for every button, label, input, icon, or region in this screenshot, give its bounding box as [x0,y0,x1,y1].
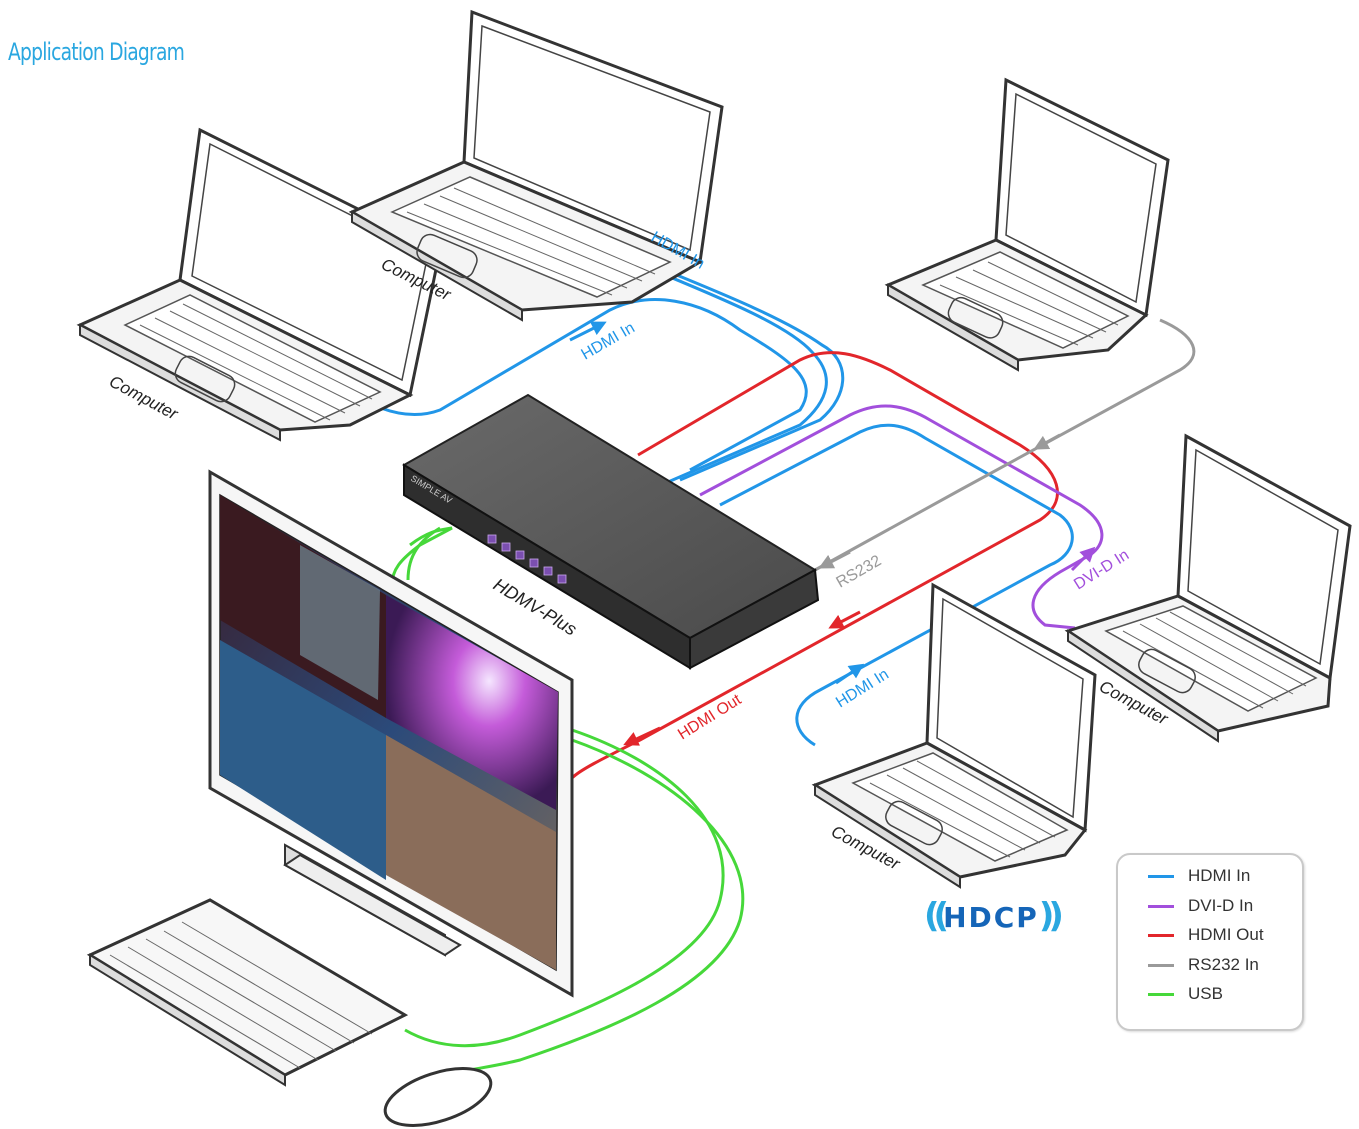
label-hdmi-out: HDMI Out [675,691,745,743]
cable-hdmi-in-1 [627,253,845,482]
cable-hdmi-in-3 [719,423,1074,747]
cable-usb-3 [404,728,725,1048]
legend-label: USB [1188,984,1223,1003]
legend-item-rs232-in: RS232 In [1148,954,1259,976]
legend-label: HDMI In [1188,866,1251,885]
laptop-right [1064,433,1352,743]
hdcp-logo: ((HDCP)) [924,896,1064,936]
cable-hdmi-out-a [570,351,1059,780]
legend-swatch [1148,992,1174,996]
legend-item-usb: USB [1148,983,1223,1005]
cable-rs232 [814,318,1196,572]
label-hdmi-in-bottom: HDMI In [833,666,892,712]
hdcp-logo-text: HDCP [943,901,1039,934]
legend-item-hdmi-out: HDMI Out [1148,924,1264,946]
legend-item-hdmi-in: HDMI In [1148,865,1250,887]
cable-usb-2 [406,526,441,581]
cable-usb-4 [469,738,745,1072]
laptop-top-right [884,77,1170,372]
laptop-left [76,127,442,442]
legend-swatch [1148,963,1174,967]
label-dvid-in: DVI-D In [1071,546,1132,593]
cable-hdmi-in-1b [633,260,828,484]
laptop-bottom [811,582,1097,889]
legend-label: DVI-D In [1188,896,1254,915]
legend-label: RS232 In [1188,955,1259,974]
monitor [208,469,574,998]
label-hdmi-in-left: HDMI In [579,319,638,363]
hdmv-plus-device: SIMPLE AV [402,393,820,670]
legend-swatch [1148,933,1174,937]
legend-swatch [1148,904,1174,908]
legend-swatch [1148,874,1174,878]
keyboard [86,898,409,1087]
cable-dvid-in [699,404,1104,630]
cable-usb-1 [390,526,453,586]
mouse [383,1067,493,1127]
page-title: Application Diagram [8,38,185,66]
legend: HDMI In DVI-D In HDMI Out RS232 In USB [1116,853,1304,1031]
legend-item-dvid-in: DVI-D In [1148,895,1253,917]
laptop-top-center [348,9,724,322]
cable-hdmi-in-2 [329,298,808,472]
legend-label: HDMI Out [1188,925,1264,944]
